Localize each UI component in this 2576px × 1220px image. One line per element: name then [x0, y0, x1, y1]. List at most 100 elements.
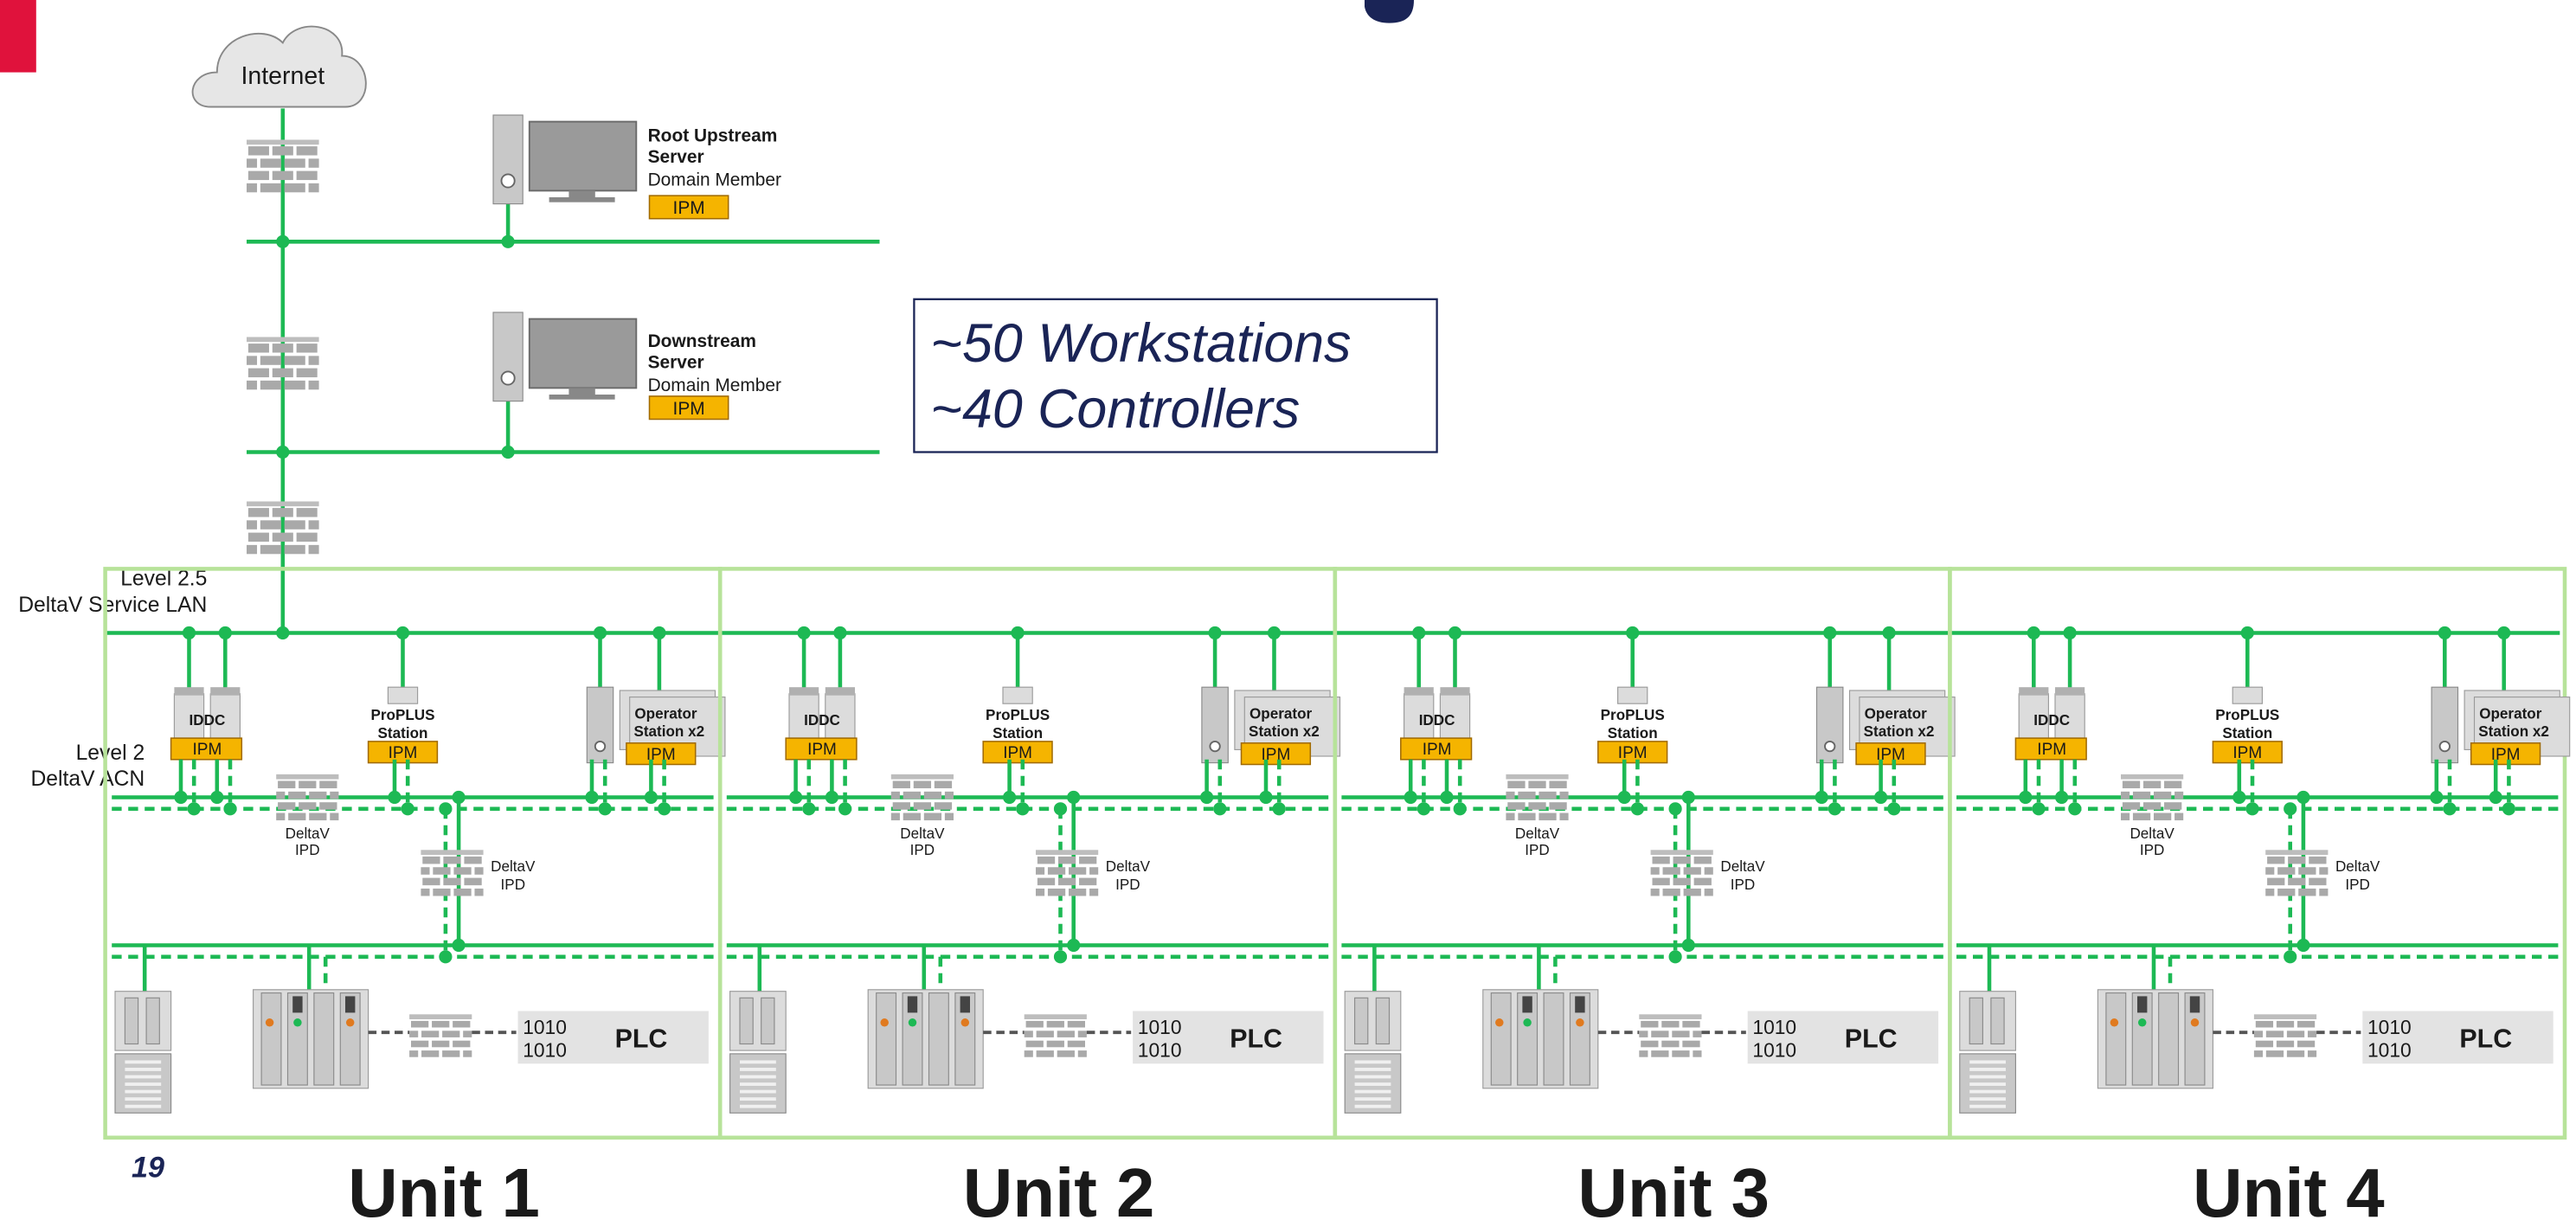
proplus-label: Station — [1608, 725, 1658, 742]
ipd-label: DeltaV — [1515, 825, 1560, 842]
proplus-label: Station — [992, 725, 1043, 742]
unit-title: Unit 2 — [963, 1154, 1155, 1220]
operator-label: Station x2 — [1864, 723, 1935, 740]
firewall-icon — [890, 774, 954, 821]
iddc-label: IDDC — [2033, 712, 2070, 729]
ipd-label: DeltaV — [2335, 858, 2380, 875]
level2-label: Level 2 — [76, 742, 145, 765]
proplus-label: ProPLUS — [2215, 707, 2279, 723]
firewall-icon — [409, 1014, 472, 1057]
proplus-label: Station — [378, 725, 428, 742]
ipm-badge: IPM — [193, 741, 222, 759]
firewall-icon — [247, 337, 319, 390]
ipm-badge: IPM — [2037, 741, 2066, 759]
firewall-icon — [1506, 774, 1569, 821]
level25-sublabel: DeltaV Service LAN — [18, 594, 207, 617]
firewall-icon — [2121, 774, 2184, 821]
operator-label: Station x2 — [2478, 723, 2549, 740]
cloud-label: Internet — [241, 62, 324, 90]
server-role: Domain Member — [648, 170, 781, 190]
iddc-label: IDDC — [804, 712, 840, 729]
callout-line2: ~40 Controllers — [930, 379, 1300, 440]
server-role: Domain Member — [648, 376, 781, 395]
unit-title: Unit 1 — [348, 1154, 540, 1220]
operator-label: Operator — [634, 705, 697, 722]
ipd-label: IPD — [910, 842, 935, 858]
ipm-badge: IPM — [646, 746, 676, 764]
ipm-badge: IPM — [1423, 741, 1452, 759]
callout-line1: ~50 Workstations — [930, 313, 1351, 374]
plc-bits-icon: 1010 — [1138, 1039, 1182, 1062]
ipd-label: DeltaV — [491, 858, 536, 875]
plc-bits-icon: 1010 — [2367, 1016, 2412, 1038]
firewall-icon — [1036, 850, 1099, 896]
ipd-label: IPD — [501, 876, 526, 893]
server-name-line2: Server — [648, 353, 704, 373]
operator-label: Station x2 — [633, 723, 704, 740]
ipm-badge: IPM — [1876, 746, 1905, 764]
page-number: 19 — [132, 1151, 164, 1184]
operator-label: Operator — [1865, 705, 1928, 722]
firewall-icon — [247, 501, 319, 555]
ipd-label: IPD — [1731, 876, 1756, 893]
firewall-icon — [2265, 850, 2329, 896]
firewall-icon — [1650, 850, 1713, 896]
plc-bits-icon: 1010 — [523, 1016, 567, 1038]
internet-cloud-icon: Internet — [191, 25, 367, 108]
ipm-badge: IPM — [2232, 744, 2262, 762]
unit-block: IDDCIPMProPLUSStationIPMOperatorStation … — [103, 567, 726, 1220]
level25-label: Level 2.5 — [120, 567, 207, 590]
ipd-label: IPD — [2345, 876, 2370, 893]
downstream-server: Downstream Server Domain Member IPM — [492, 311, 781, 421]
firewall-icon — [1639, 1014, 1702, 1057]
ipd-label: IPD — [1115, 876, 1140, 893]
unit-title: Unit 3 — [1577, 1154, 1770, 1220]
operator-label: Station x2 — [1249, 723, 1320, 740]
ipm-badge: IPM — [807, 741, 837, 759]
firewall-icon — [2253, 1014, 2317, 1057]
firewall-icon — [421, 850, 484, 896]
operator-label: Operator — [1249, 705, 1313, 722]
plc-label: PLC — [2459, 1024, 2512, 1053]
plc-label: PLC — [1230, 1024, 1282, 1053]
unit-blocks: IDDCIPMProPLUSStationIPMOperatorStation … — [103, 567, 2571, 1220]
firewall-icon — [1024, 1014, 1087, 1057]
plc-bits-icon: 1010 — [1752, 1039, 1796, 1062]
ipd-label: IPD — [2140, 842, 2165, 858]
proplus-label: ProPLUS — [986, 707, 1050, 723]
plc-bits-icon: 1010 — [1138, 1016, 1182, 1038]
plc-label: PLC — [615, 1024, 668, 1053]
ipm-badge: IPM — [2491, 746, 2521, 764]
ipd-label: DeltaV — [2130, 825, 2175, 842]
firewall-icon — [247, 139, 319, 193]
proplus-label: ProPLUS — [370, 707, 434, 723]
firewall-icon — [247, 139, 319, 555]
ipd-label: DeltaV — [1720, 858, 1765, 875]
level2-sublabel: DeltaV ACN — [30, 767, 145, 791]
ipm-badge: IPM — [673, 198, 705, 218]
proplus-label: ProPLUS — [1601, 707, 1665, 723]
ipd-label: DeltaV — [1106, 858, 1151, 875]
ipm-badge: IPM — [1262, 746, 1291, 764]
operator-label: Operator — [2479, 705, 2542, 722]
iddc-label: IDDC — [1419, 712, 1455, 729]
ipm-badge: IPM — [673, 399, 705, 419]
server-name-line1: Downstream — [648, 331, 756, 351]
plc-bits-icon: 1010 — [1752, 1016, 1796, 1038]
ipm-badge: IPM — [1618, 744, 1648, 762]
ipm-badge: IPM — [389, 744, 418, 762]
title-fragment — [1365, 0, 1415, 23]
ipd-label: DeltaV — [286, 825, 331, 842]
ipd-label: IPD — [295, 842, 320, 858]
ipd-label: DeltaV — [900, 825, 945, 842]
plc-bits-icon: 1010 — [523, 1039, 567, 1062]
plc-label: PLC — [1845, 1024, 1898, 1053]
unit-block: IDDCIPMProPLUSStationIPMOperatorStation … — [1948, 567, 2571, 1220]
ipm-badge: IPM — [1003, 744, 1032, 762]
root-upstream-server: Root Upstream Server Domain Member IPM — [492, 114, 781, 220]
firewall-icon — [276, 774, 339, 821]
corner-accent — [0, 0, 36, 73]
